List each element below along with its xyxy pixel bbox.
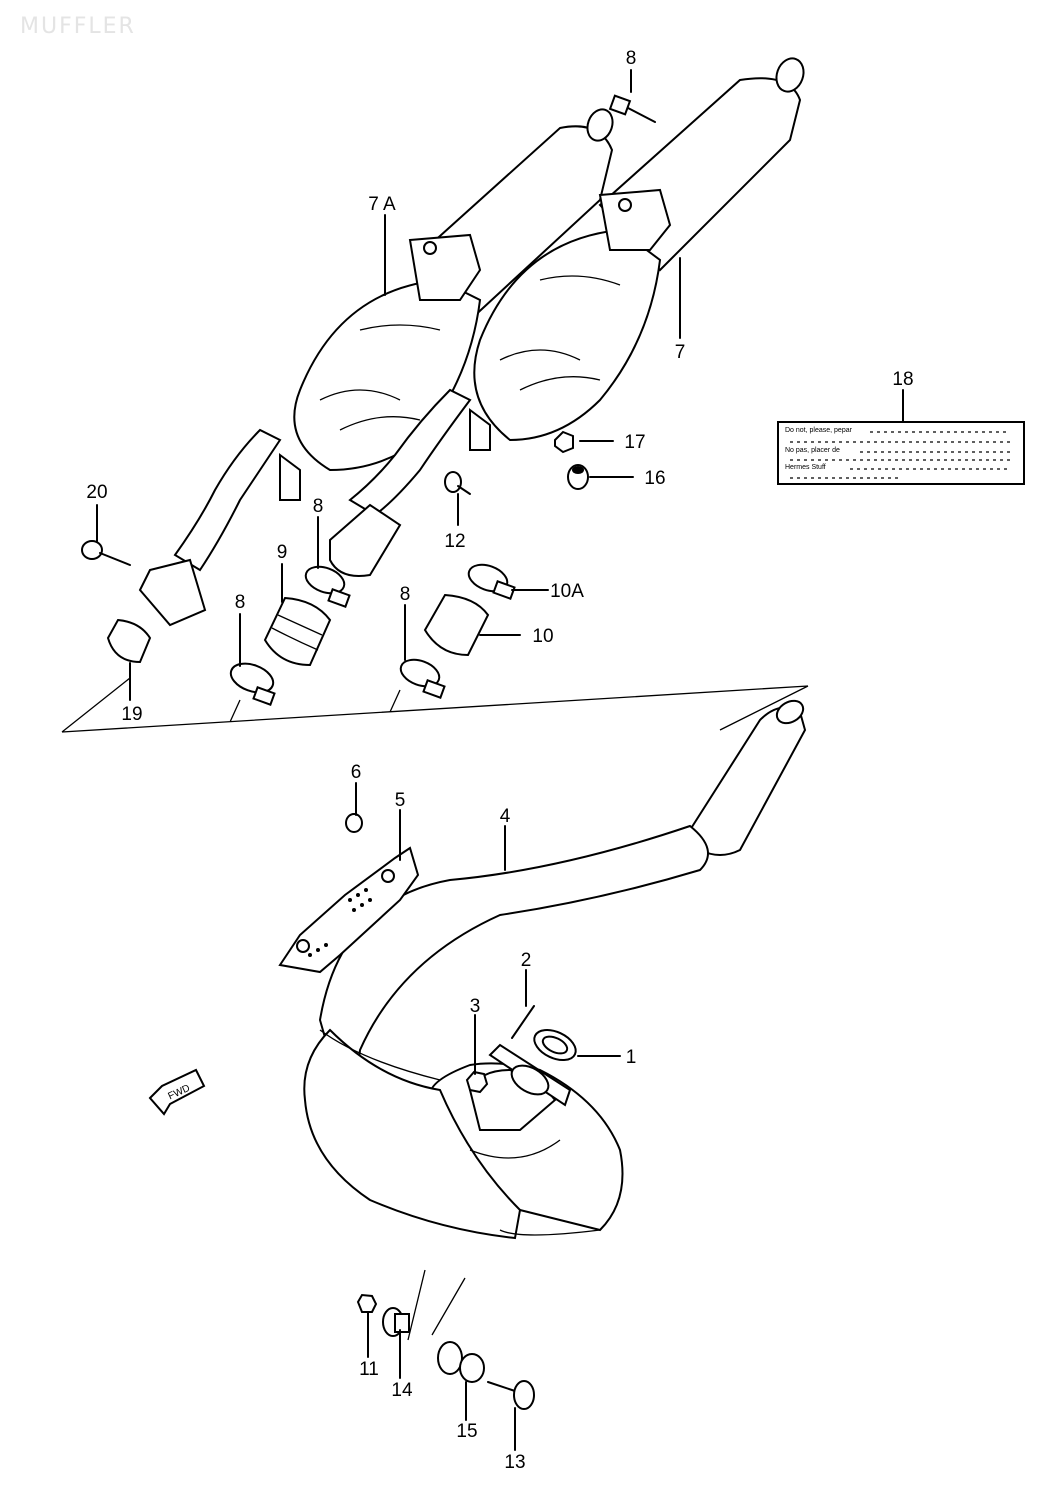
callout-12: 12 xyxy=(444,531,465,552)
callout-9: 11 xyxy=(359,1359,379,1380)
heat-shield-5 xyxy=(278,846,420,974)
spacer-14 xyxy=(382,1307,410,1337)
warning-label-18: Do not, please, pepar No pas, placer de … xyxy=(777,421,1025,485)
muffler-7a xyxy=(138,108,614,627)
joint-10a xyxy=(423,593,490,657)
callout-3: 3 xyxy=(470,996,481,1017)
expansion-chamber-4 xyxy=(303,699,807,1240)
callout-6: 6 xyxy=(351,762,362,783)
callout-13: 8 xyxy=(626,48,637,69)
clamp-8-a xyxy=(304,565,351,608)
callout-8-a: 8 xyxy=(313,496,324,517)
clamp-8-b xyxy=(229,662,276,706)
bolt-12 xyxy=(444,471,471,495)
callout-4: 4 xyxy=(500,806,511,827)
callout-20: 20 xyxy=(86,482,107,503)
callout-2: 2 xyxy=(521,950,532,971)
callout-8-c: 10A xyxy=(550,581,584,602)
gasket-1 xyxy=(533,1028,577,1062)
bolt-13 xyxy=(608,94,656,123)
callout-14: 14 xyxy=(391,1380,413,1401)
guide-line xyxy=(61,677,809,733)
callout-labels: 8 7 A 7 18 17 16 12 20 8 9 8 10A 8 10 19… xyxy=(86,48,913,1473)
exhaust-flange xyxy=(488,1043,572,1107)
muffler-7 xyxy=(329,57,805,577)
joint-10 xyxy=(263,596,332,667)
warning-line-1: Do not, please, pepar xyxy=(785,427,853,434)
clamp-8-d xyxy=(399,658,446,699)
bolt-20 xyxy=(81,540,131,566)
direction-arrow-icon: FWD xyxy=(148,1068,206,1116)
warning-line-2: No pas, placer de xyxy=(785,447,840,454)
nut-6 xyxy=(345,813,363,833)
nut-9 xyxy=(356,1293,378,1313)
washer-16 xyxy=(567,464,589,490)
bolt-11 xyxy=(487,1380,535,1410)
nut-17 xyxy=(554,430,574,454)
callout-10a: 10 xyxy=(532,626,553,647)
clamp-8-c xyxy=(467,563,516,600)
bushing-15 xyxy=(437,1341,485,1383)
callout-7a: 7 A xyxy=(368,194,396,215)
callout-8-d: 8 xyxy=(400,584,411,605)
callout-11: 13 xyxy=(504,1452,525,1473)
guide-line xyxy=(407,1269,466,1341)
callout-8-b: 8 xyxy=(235,592,246,613)
callout-17: 17 xyxy=(624,432,645,453)
leader-lines xyxy=(96,69,904,1451)
callout-15: 15 xyxy=(456,1421,477,1442)
callout-18: 18 xyxy=(892,369,913,390)
callout-1: 1 xyxy=(626,1047,637,1068)
watermark-text: MUFFLER xyxy=(20,14,136,39)
seal-19 xyxy=(106,618,152,664)
muffler-group xyxy=(61,57,809,733)
warning-line-3: Hermes Stuff xyxy=(785,464,826,471)
callout-7: 7 xyxy=(675,342,686,363)
stud-2 xyxy=(511,1005,535,1039)
callout-5: 5 xyxy=(395,790,406,811)
callout-16: 16 xyxy=(644,468,665,489)
callout-10: 9 xyxy=(277,542,288,563)
callout-19: 19 xyxy=(121,704,142,725)
